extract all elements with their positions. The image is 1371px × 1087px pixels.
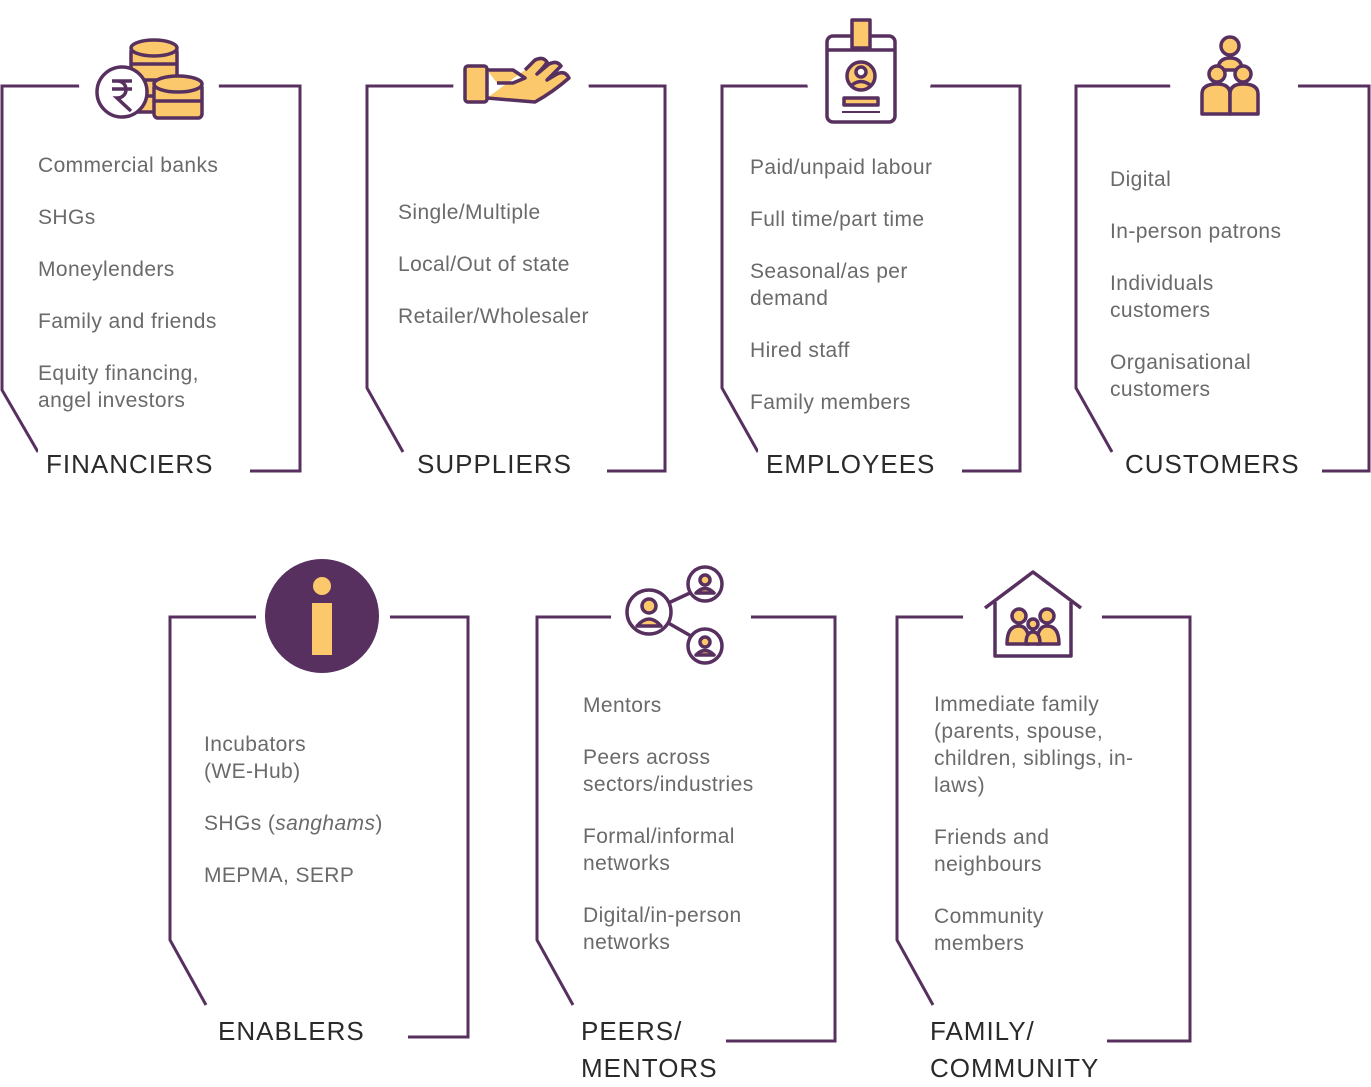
list-item: Equity financing, angel investors [38, 362, 199, 412]
people-group-icon [1200, 35, 1260, 116]
peers-icon-badge [611, 548, 751, 684]
rupee-coins-icon [95, 38, 204, 120]
list-item: Community members [934, 905, 1044, 955]
list-item: SHGs (sanghams) [204, 812, 383, 835]
frame-employees [720, 84, 1022, 473]
customers-list: Digital In-person patrons Individuals cu… [1110, 166, 1350, 428]
list-item: Family members [750, 391, 911, 414]
family-community-title: FAMILY/ COMMUNITY [922, 1013, 1108, 1087]
info-icon [265, 559, 379, 673]
list-item: Friends and neighbours [934, 826, 1050, 876]
id-badge-icon [825, 18, 897, 124]
list-item: Moneylenders [38, 258, 175, 281]
frame-suppliers [365, 84, 667, 473]
employees-list: Paid/unpaid labour Full time/part time S… [750, 154, 1000, 441]
list-item: Paid/unpaid labour [750, 156, 933, 179]
frame-enablers [168, 615, 470, 1039]
list-item: Digital [1110, 168, 1172, 191]
enablers-title: ENABLERS [210, 1013, 373, 1050]
financiers-list: Commercial banks SHGs Moneylenders Famil… [38, 152, 288, 439]
frame-peers-mentors [535, 615, 837, 1043]
enablers-icon-badge [256, 548, 390, 686]
sanghams-text: sanghams [275, 812, 376, 835]
peers-mentors-title: PEERS/ MENTORS [573, 1013, 726, 1087]
list-item: Immediate family (parents, spouse, child… [934, 693, 1134, 797]
peers-list: Mentors Peers across sectors/industries … [583, 692, 823, 981]
list-item: Incubators (WE-Hub) [204, 733, 307, 783]
list-item: Full time/part time [750, 208, 925, 231]
employees-icon-badge [806, 14, 932, 132]
list-item: Formal/informal networks [583, 825, 735, 875]
list-item: Digital/in-person networks [583, 904, 742, 954]
suppliers-title: SUPPLIERS [409, 446, 580, 483]
open-hand-icon [463, 56, 571, 104]
family-list: Immediate family (parents, spouse, child… [934, 691, 1174, 982]
frame-customers [1074, 84, 1371, 473]
list-item: In-person patrons [1110, 220, 1282, 243]
list-item: Individuals customers [1110, 272, 1214, 322]
list-item: SHGs [38, 206, 96, 229]
employees-title: EMPLOYEES [758, 446, 944, 483]
family-house-icon [983, 570, 1083, 658]
suppliers-list: Single/Multiple Local/Out of state Retai… [398, 199, 660, 355]
list-item: Hired staff [750, 339, 850, 362]
enablers-list: Incubators (WE-Hub) SHGs (sanghams) MEPM… [204, 731, 444, 914]
network-people-icon [625, 565, 724, 665]
list-item: Commercial banks [38, 154, 219, 177]
list-item: Retailer/Wholesaler [398, 305, 589, 328]
list-item: Single/Multiple [398, 201, 541, 224]
family-icon-badge [963, 546, 1102, 686]
list-item: Mentors [583, 694, 662, 717]
list-item: Peers across sectors/industries [583, 746, 754, 796]
frame-family-community [895, 615, 1192, 1043]
financiers-title: FINANCIERS [38, 446, 222, 483]
list-item: Seasonal/as per demand [750, 260, 908, 310]
financiers-icon-badge [79, 18, 219, 148]
list-item: Family and friends [38, 310, 217, 333]
list-item: Organisational customers [1110, 351, 1252, 401]
customers-title: CUSTOMERS [1117, 446, 1308, 483]
frame-financiers [0, 84, 302, 473]
suppliers-icon-badge [453, 30, 589, 154]
customers-icon-badge [1170, 26, 1298, 138]
list-item: MEPMA, SERP [204, 864, 355, 887]
list-item: Local/Out of state [398, 253, 570, 276]
